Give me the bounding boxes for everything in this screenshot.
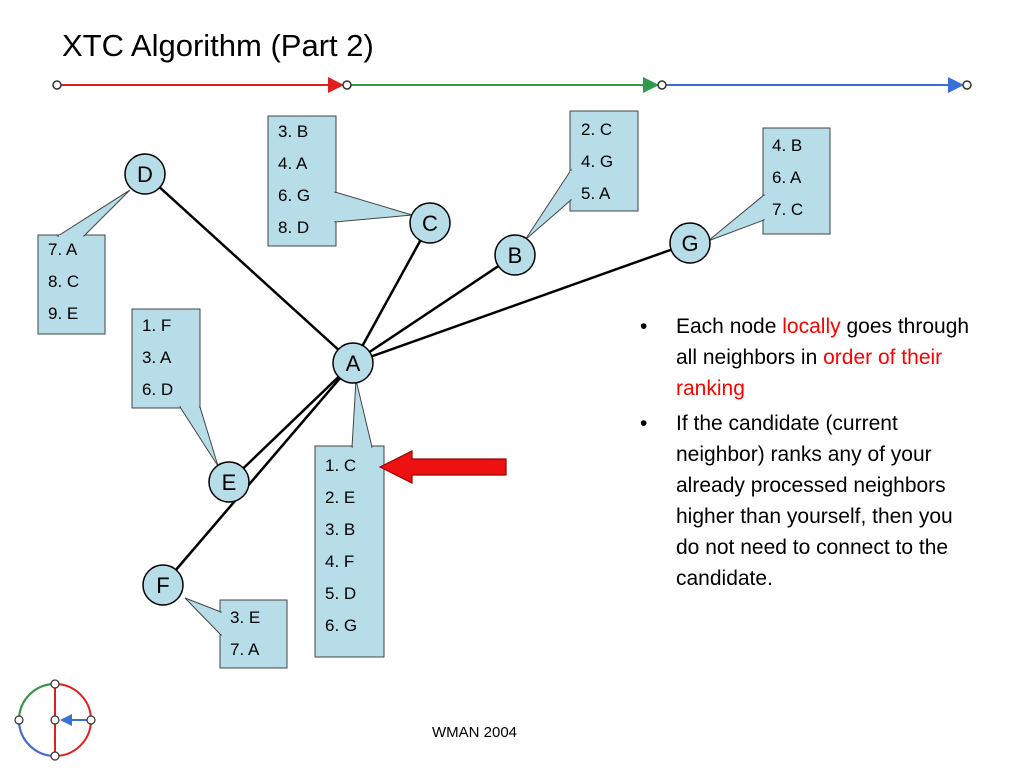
ranking-entry: 1. C	[325, 456, 357, 475]
callout-c	[267, 115, 413, 247]
ranking-entry: 6. G	[325, 616, 358, 635]
ranking-entry: 7. C	[772, 200, 804, 219]
node-b: B	[494, 234, 536, 276]
slide-footer: WMAN 2004	[432, 724, 518, 741]
callout-d	[37, 189, 131, 335]
edge-a-g	[352, 241, 691, 365]
callout-g	[707, 127, 831, 242]
ranking-entry: 7. A	[48, 240, 78, 259]
ranking-entry: 1. F	[142, 316, 172, 335]
node-a: A	[332, 342, 374, 384]
ranking-list-e: 1. F 3. A 6. D	[142, 310, 173, 406]
node-f: F	[142, 564, 184, 606]
ranking-entry: 6. D	[142, 380, 174, 399]
ranking-entry: 4. G	[581, 152, 614, 171]
ranking-entry: 7. A	[230, 640, 260, 659]
ranking-list-f: 3. E 7. A	[230, 602, 260, 666]
ranking-list-b: 2. C 4. G 5. A	[581, 114, 613, 210]
ranking-entry: 2. C	[581, 120, 613, 139]
bullet-text-highlight: locally	[782, 315, 841, 338]
node-d-label: D	[137, 162, 153, 187]
ranking-entry: 4. F	[325, 552, 355, 571]
node-g-label: G	[681, 231, 698, 256]
bullet-text: Each node	[676, 315, 783, 338]
bullet-text: If the candidate (current neighbor) rank…	[676, 412, 953, 590]
pointer-arrow	[378, 450, 507, 484]
bullet-marker: •	[640, 412, 648, 435]
node-f-label: F	[156, 573, 169, 598]
ranking-entry: 9. E	[48, 304, 79, 323]
node-e: E	[208, 461, 250, 503]
node-c-label: C	[422, 211, 438, 236]
ranking-entry: 4. A	[278, 154, 308, 173]
ranking-entry: 3. A	[142, 348, 172, 367]
edge-a-f	[162, 362, 354, 586]
bullet-list: • Each node locally goes through all nei…	[636, 311, 976, 598]
ranking-entry: 5. A	[581, 184, 611, 203]
ranking-entry: 3. B	[278, 122, 309, 141]
bullet-item: • Each node locally goes through all nei…	[636, 311, 976, 404]
slide-title: XTC Algorithm (Part 2)	[62, 28, 374, 63]
ranking-entry: 8. D	[278, 218, 310, 237]
callout-a	[314, 379, 385, 658]
ranking-entry: 4. B	[772, 136, 803, 155]
bullet-marker: •	[640, 315, 648, 338]
node-e-label: E	[222, 470, 237, 495]
bullet-text-highlight: order of their ranking	[676, 346, 943, 400]
node-d: D	[124, 153, 166, 195]
ranking-list-a: 1. C 2. E 3. B 4. F 5. D 6. G	[325, 450, 357, 642]
node-a-label: A	[346, 351, 361, 376]
graph-edges	[144, 173, 691, 586]
edge-a-d	[144, 173, 354, 364]
bullet-item: • If the candidate (current neighbor) ra…	[636, 408, 976, 594]
node-g: G	[669, 222, 711, 264]
logo	[14, 679, 96, 761]
ranking-entry: 3. E	[230, 608, 261, 627]
node-c: C	[409, 202, 451, 244]
ranking-entry: 5. D	[325, 584, 357, 603]
ranking-entry: 2. E	[325, 488, 356, 507]
callout-f	[184, 597, 288, 669]
ranking-entry: 6. A	[772, 168, 802, 187]
ranking-list-g: 4. B 6. A 7. C	[772, 130, 803, 226]
ranking-entry: 6. G	[278, 186, 311, 205]
callout-e	[131, 308, 219, 467]
ranking-entry: 8. C	[48, 272, 80, 291]
callout-b	[524, 110, 639, 241]
ranking-list-c: 3. B 4. A 6. G 8. D	[278, 116, 310, 244]
node-b-label: B	[508, 243, 523, 268]
edge-a-e	[228, 362, 354, 483]
edge-a-c	[351, 222, 432, 364]
edge-a-b	[352, 253, 516, 365]
ranking-entry: 3. B	[325, 520, 356, 539]
title-divider	[52, 77, 972, 93]
ranking-list-d: 7. A 8. C 9. E	[48, 234, 79, 330]
bullet-text: goes through all neighbors in	[676, 315, 970, 369]
